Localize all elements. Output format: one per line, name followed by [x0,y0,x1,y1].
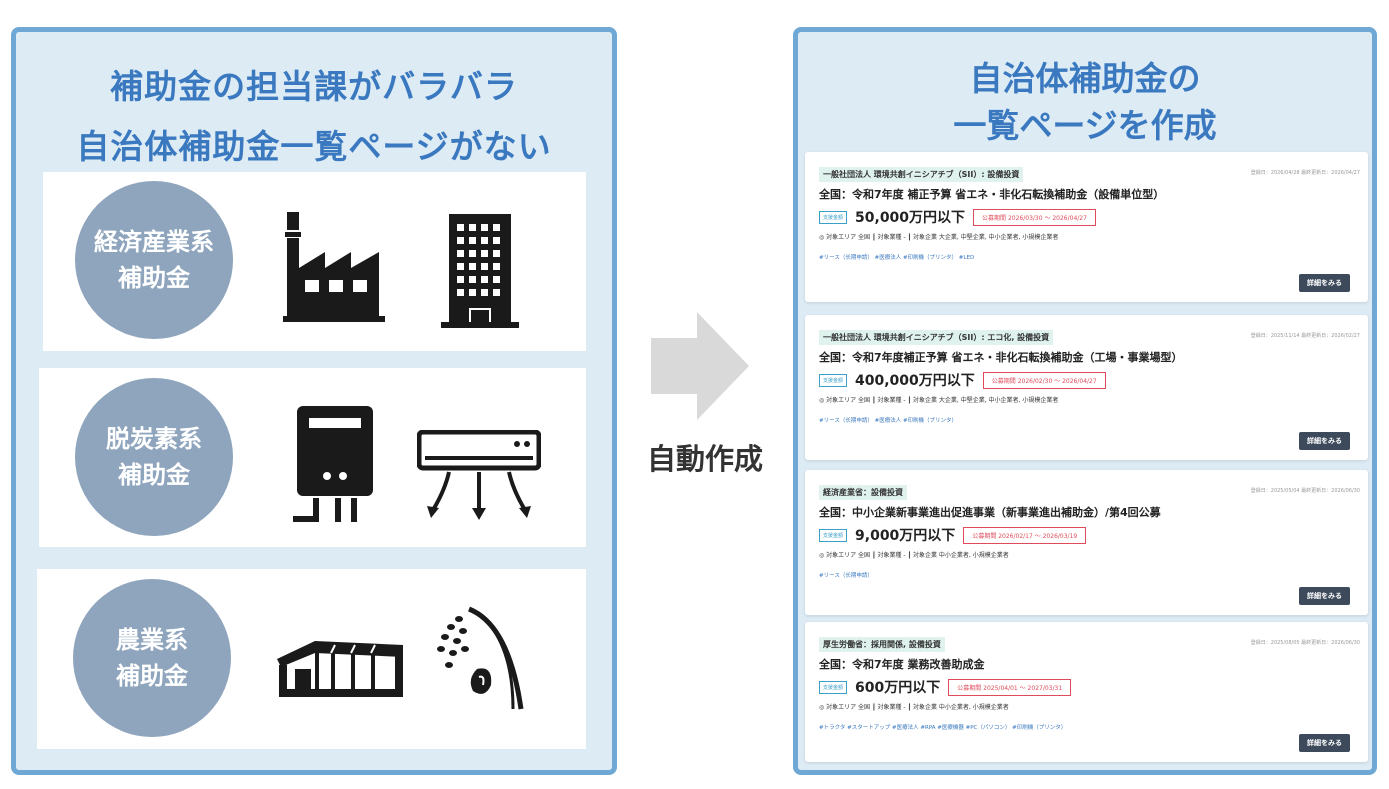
card-period: 公募期間 2025/04/01 ～ 2027/03/31 [948,678,1072,696]
card-period: 公募期間 2026/02/17 ～ 2026/03/19 [963,526,1087,544]
subsidy-card[interactable]: 厚生労働省：採用関係, 設備投資 登録日：2025/08/05 最終更新日：20… [805,622,1368,762]
air-conditioner-icon [417,430,541,520]
card-amount-row: 支援金額 50,000万円以下 公募期間 2026/03/30 ～ 2026/0… [819,207,1096,227]
rice-icon [437,606,524,710]
card-area: ◎ 対象エリア 全国 ┃ 対象業種 - ┃ 対象企業 大企業, 中堅企業, 中小… [819,234,1059,241]
category-agriculture: 農業系 補助金 [37,569,586,749]
category-economy-badge: 経済産業系 補助金 [75,181,233,339]
right-arrow-icon [651,312,749,420]
auto-create-label: 自動作成 [646,442,763,476]
category-economy: 経済産業系 補助金 [43,172,586,351]
right-title-line2: 一覧ページを作成 [953,106,1217,145]
card-title[interactable]: 全国：令和7年度 業務改善助成金 [819,658,985,671]
card-title[interactable]: 全国：中小企業新事業進出促進事業（新事業進出補助金）/第4回公募 [819,506,1161,519]
card-amount-badge: 支援金額 [819,210,848,224]
card-amount: 400,000万円以下 [855,373,975,389]
category-economy-line1: 経済産業系 [94,228,214,256]
category-economy-line2: 補助金 [118,264,190,292]
card-period: 公募期間 2026/02/30 ～ 2026/04/27 [982,371,1106,389]
card-title[interactable]: 全国：令和7年度 補正予算 省エネ・非化石転換補助金（設備単位型） [819,188,1165,201]
card-amount: 50,000万円以下 [855,210,966,226]
card-amount-row: 支援金額 9,000万円以下 公募期間 2026/02/17 ～ 2026/03… [819,525,1087,545]
card-amount: 9,000万円以下 [855,528,956,544]
left-panel: 補助金の担当課がバラバラ 自治体補助金一覧ページがない 経済産業系 補助金 [11,27,617,775]
category-agriculture-line2: 補助金 [116,662,188,690]
greenhouse-icon [277,641,403,697]
factory-icon [283,212,385,322]
card-area: ◎ 対象エリア 全国 ┃ 対象業種 - ┃ 対象企業 大企業, 中堅企業, 中小… [819,397,1059,404]
card-tags[interactable]: #リース（长期申請） #医療法人 #印刷機（プリンタ） [819,418,958,424]
right-title-line1: 自治体補助金の [969,59,1201,98]
details-button[interactable]: 詳細をみる [1299,432,1350,450]
category-agriculture-line1: 農業系 [116,626,188,654]
right-panel: 自治体補助金の 一覧ページを作成 一般社団法人 環境共創イニシアチブ（SII）:… [793,27,1377,775]
card-tags[interactable]: #トラクタ #スタートアップ #医療法人 #RPA #医療機器 #PC（パソコン… [819,725,1067,731]
details-button[interactable]: 詳細をみる [1299,734,1350,752]
card-tags[interactable]: #リース（长期申請） #医療法人 #印刷機（プリンタ） #LED [819,255,975,261]
card-amount-row: 支援金額 600万円以下 公募期間 2025/04/01 ～ 2027/03/3… [819,677,1072,697]
subsidy-card[interactable]: 経済産業省：設備投資 登録日：2025/05/04 最終更新日：2026/06/… [805,470,1368,615]
card-amount-badge: 支援金額 [819,528,848,542]
category-decarbon-line2: 補助金 [118,461,190,489]
card-title[interactable]: 全国：令和7年度補正予算 省エネ・非化石転換補助金（工場・事業場型） [819,351,1183,364]
card-org: 経済産業省：設備投資 [819,485,907,500]
card-org: 一般社団法人 環境共創イニシアチブ（SII）: 設備投資 [819,167,1024,182]
card-tags[interactable]: #リース（长期申請） [819,573,873,579]
building-icon [441,214,519,328]
category-decarbon: 脱炭素系 補助金 [39,368,586,547]
water-heater-icon [293,406,373,522]
card-amount: 600万円以下 [855,680,941,696]
card-meta: 登録日：2025/08/05 最終更新日：2026/06/30 [1250,640,1360,646]
card-org: 一般社団法人 環境共創イニシアチブ（SII）: エコ化, 設備投資 [819,330,1054,345]
card-amount-row: 支援金額 400,000万円以下 公募期間 2026/02/30 ～ 2026/… [819,370,1106,390]
card-meta: 登録日：2025/05/04 最終更新日：2026/06/30 [1250,488,1360,494]
card-area: ◎ 対象エリア 全国 ┃ 対象業種 - ┃ 対象企業 中小企業者, 小規模企業者 [819,704,1009,711]
card-amount-badge: 支援金額 [819,373,848,387]
subsidy-card[interactable]: 一般社団法人 環境共創イニシアチブ（SII）: エコ化, 設備投資 登録日：20… [805,315,1368,460]
details-button[interactable]: 詳細をみる [1299,587,1350,605]
subsidy-card[interactable]: 一般社団法人 環境共創イニシアチブ（SII）: 設備投資 登録日：2026/04… [805,152,1368,302]
card-meta: 登録日：2026/04/28 最終更新日：2026/04/27 [1250,170,1360,176]
card-org: 厚生労働省：採用関係, 設備投資 [819,637,945,652]
card-amount-badge: 支援金額 [819,680,848,694]
left-title-line1: 補助金の担当課がバラバラ [110,67,518,106]
card-area: ◎ 対象エリア 全国 ┃ 対象業種 - ┃ 対象企業 中小企業者, 小規模企業者 [819,552,1009,559]
category-agriculture-badge: 農業系 補助金 [73,579,231,737]
left-title-line2: 自治体補助金一覧ページがない [76,127,552,166]
card-period: 公募期間 2026/03/30 ～ 2026/04/27 [973,208,1096,226]
card-meta: 登録日：2025/11/14 最終更新日：2026/02/27 [1250,333,1360,339]
details-button[interactable]: 詳細をみる [1299,274,1350,292]
category-decarbon-badge: 脱炭素系 補助金 [75,378,233,536]
category-decarbon-line1: 脱炭素系 [106,425,202,453]
